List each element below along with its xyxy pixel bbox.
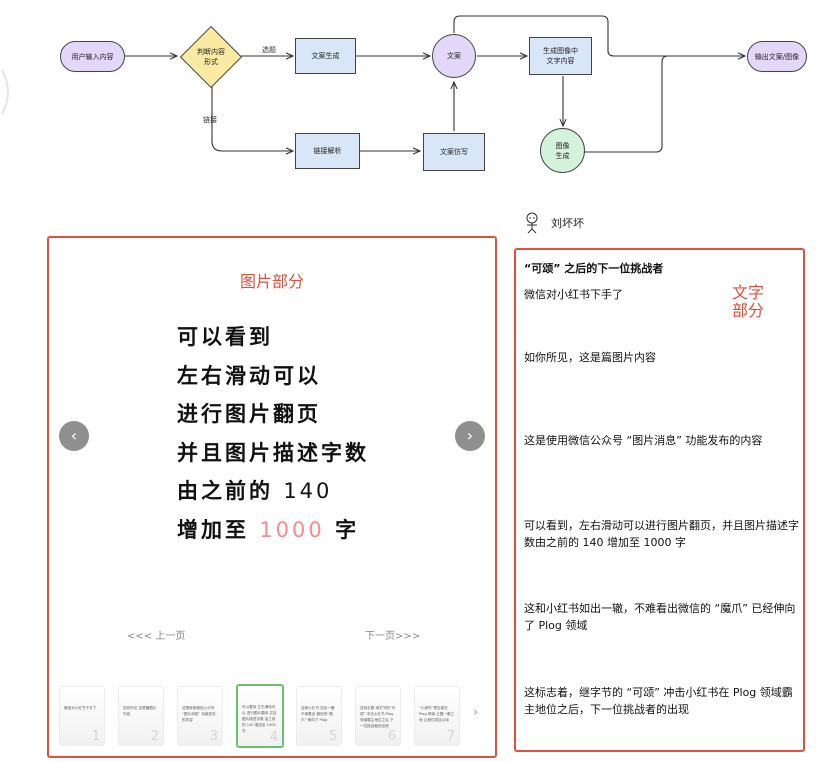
node-copy-label: 文案 (447, 52, 461, 60)
thumbnail-text: “小绿书”是否能在 Plog 领域 占据一席之地 让我们拭目以待 (419, 706, 455, 722)
text-part-panel: 文字 部分 “可颂” 之后的下一位挑战者 微信对小红书下手了 如你所见，这是篇图… (514, 248, 805, 752)
node-link-parse: 链接解析 (295, 133, 360, 169)
node-gen-image-text-line2: 文字内容 (546, 57, 575, 65)
slide-text: 可以看到 左右滑动可以 进行图片翻页 并且图片描述字数 由之前的 140 增加至… (177, 318, 369, 549)
thumbnail-number: 2 (150, 729, 159, 744)
author-info: 刘坏坏 (523, 212, 584, 234)
node-user-input-label: 用户输入内容 (71, 52, 114, 61)
avatar-icon (526, 212, 538, 234)
article-title: “可颂” 之后的下一位挑战者 (524, 262, 664, 275)
thumbnail-number: 4 (269, 730, 278, 745)
prev-slide-button[interactable]: ‹ (59, 421, 89, 451)
next-slide-button[interactable]: › (455, 421, 485, 451)
slide-line-4: 并且图片描述字数 (177, 440, 369, 465)
thumbnail-text: 这是使用微信公众号 “图片消息” 功能发布的内容 (182, 706, 216, 722)
slide-line-1: 可以看到 (177, 325, 273, 349)
node-copy-imitate: 文案仿写 (423, 133, 485, 171)
flowchart-edges (1, 15, 826, 200)
text-part-label-line1: 文字 (732, 283, 765, 302)
article-paragraph-5: 这标志着，继字节的 “可颂” 冲击小红书在 Plog 领域霸主地位之后，下一位挑… (524, 686, 793, 716)
edge-label-link: 链接 (203, 116, 217, 124)
slide-line-6-suffix: 字 (335, 517, 360, 542)
node-copy-imitate-label: 文案仿写 (440, 148, 468, 156)
node-copy-gen-label: 文案生成 (311, 52, 340, 60)
text-part-label-line2: 部分 (732, 301, 765, 320)
thumbnails-next-chevron-icon[interactable]: › (473, 705, 479, 720)
node-image-gen: 图像 生成 (540, 128, 585, 173)
article-paragraph-2: 这是使用微信公众号 “图片消息” 功能发布的内容 (524, 434, 763, 447)
node-judge-line2: 形式 (204, 58, 218, 66)
thumbnail-number: 1 (91, 729, 100, 744)
slide-line-3: 进行图片翻页 (177, 402, 321, 426)
thumbnail-text: 这和小红书 如出一辙 不难看出 微信的“魔爪” 伸向了 Plog (301, 706, 335, 722)
thumbnail-strip: 微信对小红书下手了 1 如你所见 这是篇图片内容 2 这是使用微信公众号 “图片… (59, 684, 479, 748)
slide-line-5: 由之前的 140 (177, 472, 369, 511)
thumbnail-3[interactable]: 这是使用微信公众号 “图片消息” 功能发布的内容 3 (177, 686, 223, 746)
slide-line-6: 增加至 1000 字 (177, 511, 369, 550)
flowchart: 用户输入内容 判断内容 形式 文案生成 文案 生成图像中 文字内容 输出文案/图… (0, 0, 826, 200)
edge-imagegen-output (584, 55, 669, 153)
thumbnail-7[interactable]: “小绿书”是否能在 Plog 领域 占据一席之地 让我们拭目以待 7 (414, 686, 460, 746)
slide-line-5-num: 140 (283, 479, 333, 503)
article-subtitle: 微信对小红书下手了 (524, 288, 623, 301)
node-judge-line1: 判断内容 (197, 48, 225, 56)
thumbnail-number: 6 (387, 729, 396, 744)
thumbnail-text: 这标志着 继字节的“可颂” 冲击小红书 Plog 领域霸主地位之后 下一位挑战者… (360, 706, 396, 728)
article-paragraph-4: 这和小红书如出一辙，不难看出微信的 “魔爪” 已经伸向了 Plog 领域 (524, 602, 796, 632)
node-gen-image-text: 生成图像中 文字内容 (529, 37, 592, 75)
left-edge-arc (1, 69, 9, 115)
slide-line-2: 左右滑动可以 (177, 363, 321, 388)
edge-copy-output (453, 15, 745, 56)
slide-line-6-highlight: 1000 (259, 517, 325, 542)
thumbnail-number: 7 (446, 729, 455, 744)
node-judge: 判断内容 形式 (179, 25, 243, 89)
slide-line-6-text: 增加至 (177, 517, 249, 542)
node-user-input: 用户输入内容 (60, 41, 125, 72)
image-part-label: 图片部分 (239, 272, 304, 291)
text-part-label: 文字 部分 (732, 284, 764, 320)
article-paragraph-3: 可以看到，左右滑动可以进行图片翻页，并且图片描述字数由之前的 140 增加至 1… (524, 519, 799, 549)
slide-line-5-text: 由之前的 (177, 479, 273, 503)
thumbnail-text: 如你所见 这是篇图片内容 (123, 706, 157, 716)
thumbnail-5[interactable]: 这和小红书 如出一辙 不难看出 微信的“魔爪” 伸向了 Plog 5 (296, 686, 342, 746)
image-part-panel: 图片部分 可以看到 左右滑动可以 进行图片翻页 并且图片描述字数 由之前的 14… (47, 236, 497, 758)
thumbnail-number: 3 (209, 729, 218, 744)
node-gen-image-text-label: 生成图像中 文字内容 (543, 46, 578, 66)
node-output: 输出文案/图像 (747, 41, 807, 72)
thumbnail-number: 5 (328, 729, 337, 744)
thumbnail-6[interactable]: 这标志着 继字节的“可颂” 冲击小红书 Plog 领域霸主地位之后 下一位挑战者… (355, 686, 401, 746)
author-name: 刘坏坏 (551, 217, 584, 230)
node-link-parse-label: 链接解析 (313, 147, 342, 155)
edge-label-topic: 选题 (262, 46, 276, 54)
node-image-gen-label: 图像 生成 (556, 141, 570, 161)
node-gen-image-text-line1: 生成图像中 (543, 47, 578, 55)
next-page-link[interactable]: 下一页>>> (365, 631, 421, 642)
node-image-gen-line2: 生成 (555, 151, 570, 160)
chevron-left-icon: ‹ (70, 426, 78, 445)
article-paragraph-1: 如你所见，这是篇图片内容 (524, 351, 656, 364)
thumbnail-text: 微信对小红书下手了 (64, 706, 97, 710)
node-output-label: 输出文案/图像 (754, 52, 800, 61)
thumbnail-text: 可以看到 左右滑动可以 进行图片翻页 并且图片描述字数 由之前的 140 增加至… (242, 705, 277, 733)
thumbnail-1[interactable]: 微信对小红书下手了 1 (59, 686, 105, 746)
edge-judge-link (211, 85, 293, 151)
prev-page-link[interactable]: <<< 上一页 (127, 631, 186, 642)
thumbnail-4-active[interactable]: 可以看到 左右滑动可以 进行图片翻页 并且图片描述字数 由之前的 140 增加至… (236, 684, 284, 748)
chevron-right-icon: › (466, 426, 474, 445)
thumbnail-2[interactable]: 如你所见 这是篇图片内容 2 (118, 686, 164, 746)
node-judge-label: 判断内容 形式 (197, 47, 225, 67)
node-copy-gen: 文案生成 (295, 38, 356, 74)
node-image-gen-line1: 图像 (555, 141, 570, 150)
node-copy: 文案 (432, 34, 476, 78)
